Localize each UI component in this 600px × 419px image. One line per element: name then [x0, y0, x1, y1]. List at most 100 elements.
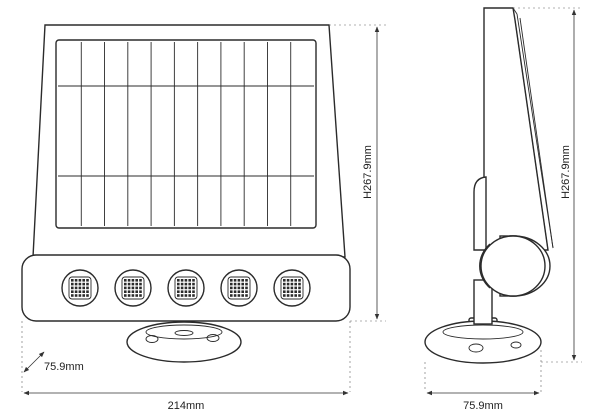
led-chip [82, 279, 85, 282]
led-chip [86, 286, 89, 290]
led-chip [131, 294, 135, 297]
led-chip [230, 279, 233, 282]
led-chip [286, 290, 290, 293]
led-chip [298, 290, 301, 293]
led-chip [86, 294, 89, 297]
led-chip [131, 282, 135, 286]
led-chip [192, 282, 195, 286]
led-chip [177, 282, 180, 286]
led-chip [82, 282, 85, 286]
led-chip [241, 290, 244, 293]
led-chip [86, 290, 89, 293]
led-chip [290, 282, 294, 286]
led-chip [124, 279, 127, 282]
led-chip [294, 279, 297, 282]
led-chip [139, 286, 142, 290]
side-height-dimension: H267.9mm [560, 9, 577, 361]
led-chip [127, 290, 131, 293]
led-chip [245, 286, 248, 290]
front-view [21, 24, 386, 392]
led-chip [78, 279, 82, 282]
led-chip [184, 286, 188, 290]
led-chip [230, 290, 233, 293]
led-chip [177, 294, 180, 297]
led-chip [86, 282, 89, 286]
led-chip [245, 294, 248, 297]
led-chip [135, 294, 138, 297]
side-depth-dimension: 75.9mm [426, 390, 540, 412]
led-chip [290, 294, 294, 297]
led-chip [290, 279, 294, 282]
led-chip [71, 290, 74, 293]
led-chip [131, 286, 135, 290]
led-chip [192, 279, 195, 282]
led-module [61, 269, 99, 307]
led-module-row [61, 269, 311, 307]
led-chip [82, 294, 85, 297]
led-chip [139, 282, 142, 286]
led-chip [286, 286, 290, 290]
led-chip [135, 279, 138, 282]
led-chip [237, 286, 241, 290]
led-chip [184, 282, 188, 286]
led-chip [82, 290, 85, 293]
led-chip [74, 279, 78, 282]
led-chip [286, 294, 290, 297]
led-chip [124, 286, 127, 290]
led-chip [233, 286, 237, 290]
side-bracket [473, 176, 487, 251]
led-chip [86, 279, 89, 282]
led-chip [184, 290, 188, 293]
led-chip [71, 279, 74, 282]
side-height-label: H267.9mm [560, 145, 572, 199]
led-chip [74, 286, 78, 290]
led-chip [139, 279, 142, 282]
led-chip [188, 279, 191, 282]
led-chip [192, 290, 195, 293]
led-chip [237, 279, 241, 282]
led-chip [135, 282, 138, 286]
side-depth-label: 75.9mm [463, 400, 503, 412]
led-module [167, 269, 205, 307]
led-chip [74, 290, 78, 293]
led-chip [283, 290, 286, 293]
led-chip [188, 290, 191, 293]
led-chip [127, 279, 131, 282]
led-chip [283, 279, 286, 282]
led-chip [131, 290, 135, 293]
led-chip [127, 286, 131, 290]
led-chip [286, 279, 290, 282]
led-chip [294, 290, 297, 293]
led-chip [233, 294, 237, 297]
led-chip [298, 279, 301, 282]
led-chip [82, 286, 85, 290]
led-chip [139, 290, 142, 293]
front-stand [126, 317, 242, 363]
led-chip [131, 279, 135, 282]
led-chip [74, 294, 78, 297]
led-chip [245, 282, 248, 286]
led-chip [74, 282, 78, 286]
led-chip [78, 282, 82, 286]
led-chip [233, 282, 237, 286]
led-chip [124, 290, 127, 293]
led-chip [180, 294, 184, 297]
led-chip [180, 279, 184, 282]
led-chip [78, 294, 82, 297]
led-chip [298, 282, 301, 286]
led-module [114, 269, 152, 307]
led-chip [294, 286, 297, 290]
led-chip [233, 290, 237, 293]
front-width-dimension: 214mm [23, 390, 349, 412]
led-module [273, 269, 311, 307]
led-chip [241, 294, 244, 297]
led-chip [135, 286, 138, 290]
led-chip [188, 286, 191, 290]
led-module [220, 269, 258, 307]
led-chip [71, 286, 74, 290]
led-chip [286, 282, 290, 286]
front-width-label: 214mm [168, 400, 205, 412]
front-height-label: H267.9mm [362, 145, 374, 199]
led-chip [177, 286, 180, 290]
